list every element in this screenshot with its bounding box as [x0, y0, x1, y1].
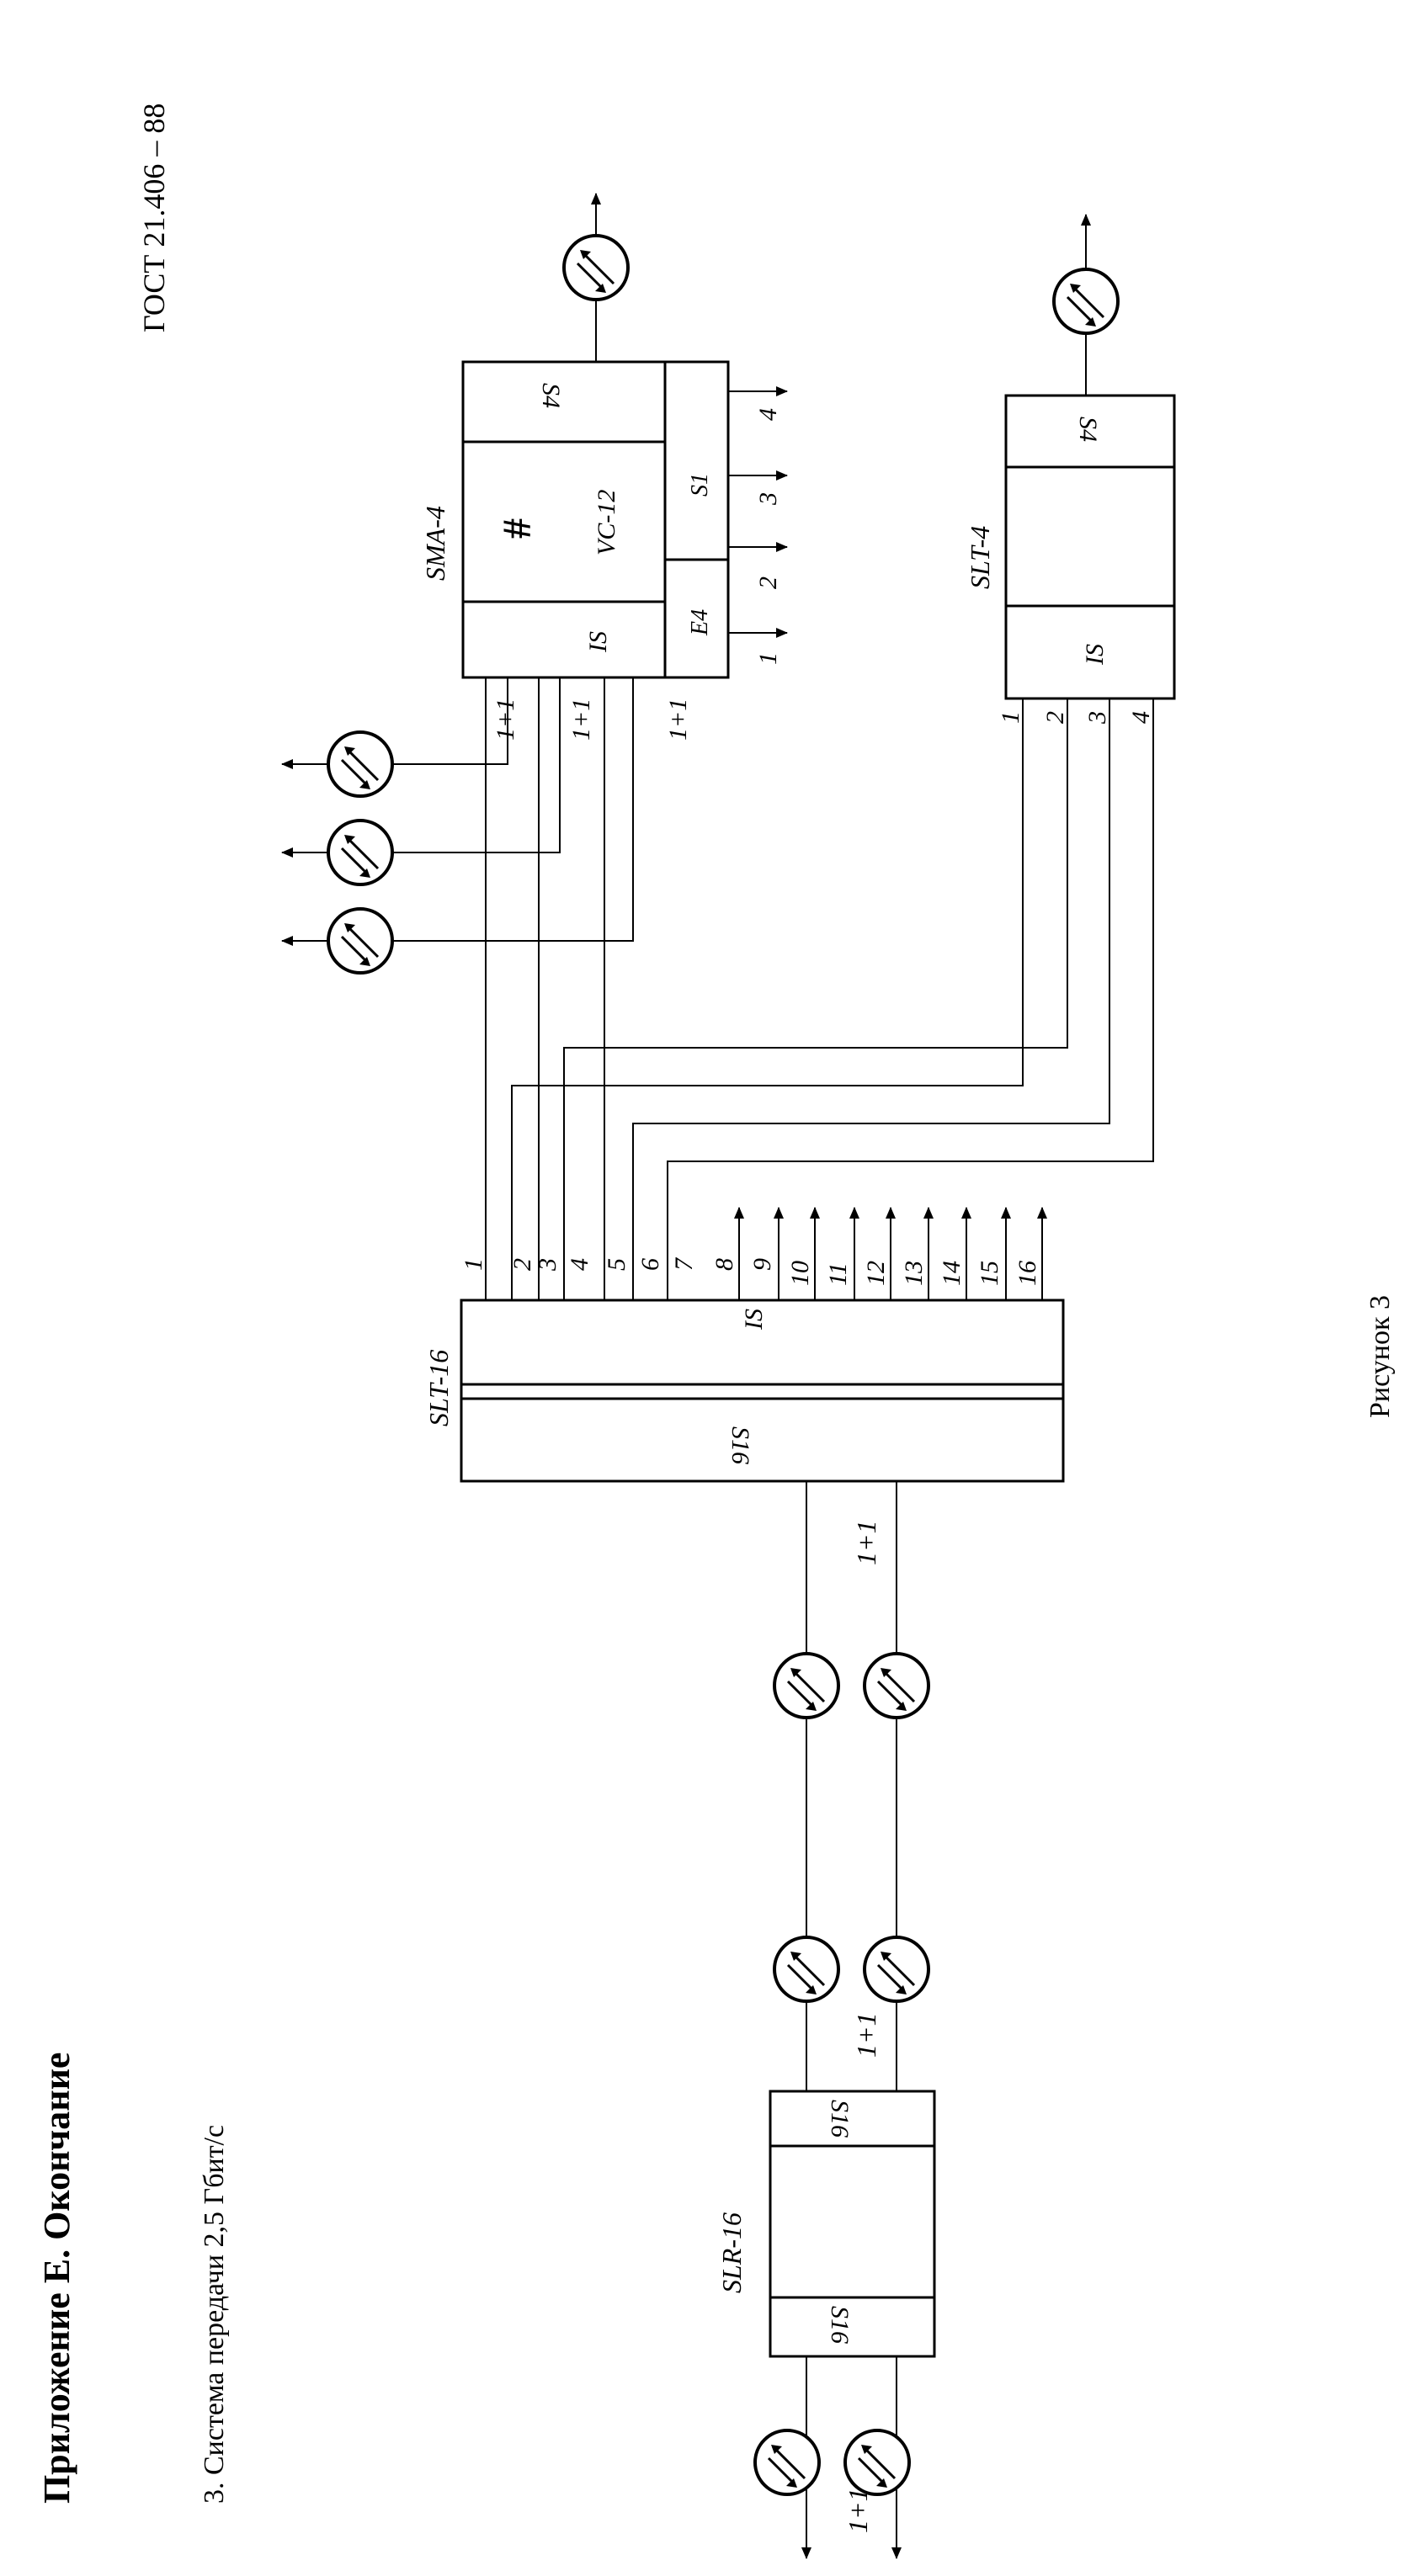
slt16-s16-label: S16: [726, 1426, 754, 1464]
optical-transceiver-icon: [843, 2429, 911, 2496]
sma4-output-label: 3: [754, 492, 782, 506]
optical-transceiver-icon: [327, 819, 394, 886]
sma4-block: [461, 360, 730, 679]
sma4-protection-label-3: 1+1: [664, 698, 692, 741]
optical-transceiver-icon: [773, 1652, 840, 1719]
slt16-port-label: 9: [748, 1258, 776, 1271]
slt16-to-slt4-connections: [511, 698, 1154, 1166]
optical-transceiver-icon: [863, 1652, 930, 1719]
optical-transceiver-icon: [1052, 268, 1120, 335]
sma4-name-label: SMA-4: [420, 506, 450, 581]
slt4-port-label: 1: [997, 711, 1024, 724]
optical-transceiver-icon: [773, 1936, 840, 2003]
slr16-s16-top-label: S16: [826, 2100, 854, 2138]
slr16-s16-bottom-label: S16: [826, 2306, 854, 2344]
slr16-out-protection-label: 1+1: [843, 2488, 873, 2533]
optical-transceiver-icon: [863, 1936, 930, 2003]
sma4-output-label: 1: [754, 652, 782, 665]
standard-code: ГОСТ 21.406 – 88: [137, 104, 171, 332]
sma4-outputs: [728, 386, 788, 638]
sma4-output-label: 2: [754, 576, 782, 589]
slt16-port-label: 8: [710, 1258, 738, 1271]
slt16-port-label: 4: [566, 1258, 593, 1271]
slt16-port-label: 11: [824, 1262, 852, 1286]
slt16-port-label: 5: [603, 1258, 631, 1271]
sma4-s4-label: S4: [537, 383, 565, 408]
figure-caption: Рисунок 3: [1365, 1295, 1396, 1418]
sma4-vc12-label: VC-12: [593, 490, 620, 555]
optical-transceiver-icon: [327, 730, 394, 798]
slt16-port-label: 13: [900, 1261, 928, 1286]
slr-slt-protection-label-1: 1+1: [851, 2012, 881, 2058]
slt16-port-label: 12: [862, 1261, 890, 1286]
slt16-port-label: 7: [670, 1256, 698, 1271]
slt16-port-label: 1: [460, 1258, 487, 1271]
optical-transceiver-icon: [562, 234, 630, 301]
slt4-is-label: IS: [1081, 644, 1109, 666]
slt16-name-label: SLT-16: [423, 1350, 454, 1426]
sma4-crossconnect-label: #: [495, 518, 540, 539]
section-title: 3. Система передачи 2,5 Гбит/с: [199, 2125, 230, 2504]
sma4-is-label: IS: [584, 631, 612, 653]
sma4-s1-label: S1: [687, 473, 713, 497]
slt16-port-labels: 1 2 3 4 5 6 7 8 9 10 11 12 13 14 15 16: [460, 1256, 1041, 1286]
sma4-protection-label-1: 1+1: [492, 698, 519, 741]
slt4-port-label: 4: [1127, 711, 1155, 724]
slt16-port-label: 3: [534, 1258, 561, 1272]
slt16-block-frame: [460, 1299, 1065, 1483]
slt16-port-label: 16: [1014, 1261, 1041, 1286]
slr16-name-label: SLR-16: [716, 2212, 747, 2293]
sma4-protection-label-2: 1+1: [567, 698, 595, 741]
optical-transceiver-icon: [753, 2429, 821, 2496]
slt16-port-label: 6: [636, 1258, 664, 1271]
slt16-port-label: 15: [976, 1261, 1003, 1286]
slr-slt-protection-label-2: 1+1: [851, 1520, 881, 1565]
slt4-name-label: SLT-4: [965, 526, 995, 589]
slt4-port-label: 2: [1041, 711, 1069, 724]
slt16-port-label: 2: [508, 1258, 536, 1271]
sma4-output-label: 4: [754, 408, 782, 421]
slt16-port-label: 10: [786, 1261, 814, 1286]
sma4-e4-label: E4: [687, 609, 713, 636]
slt16-port-label: 14: [938, 1261, 966, 1286]
slt16-is-label: IS: [740, 1309, 768, 1330]
optical-transceiver-icon: [327, 907, 394, 975]
slt4-port-label: 3: [1083, 711, 1111, 725]
slr16-block: S16 S16 SLR-16: [716, 2090, 936, 2358]
appendix-title: Приложение Е. Окончание: [36, 2053, 77, 2504]
slt16-ports: [485, 677, 1047, 1300]
slt4-block: [1004, 394, 1176, 700]
slt4-s4-label: S4: [1074, 417, 1102, 442]
